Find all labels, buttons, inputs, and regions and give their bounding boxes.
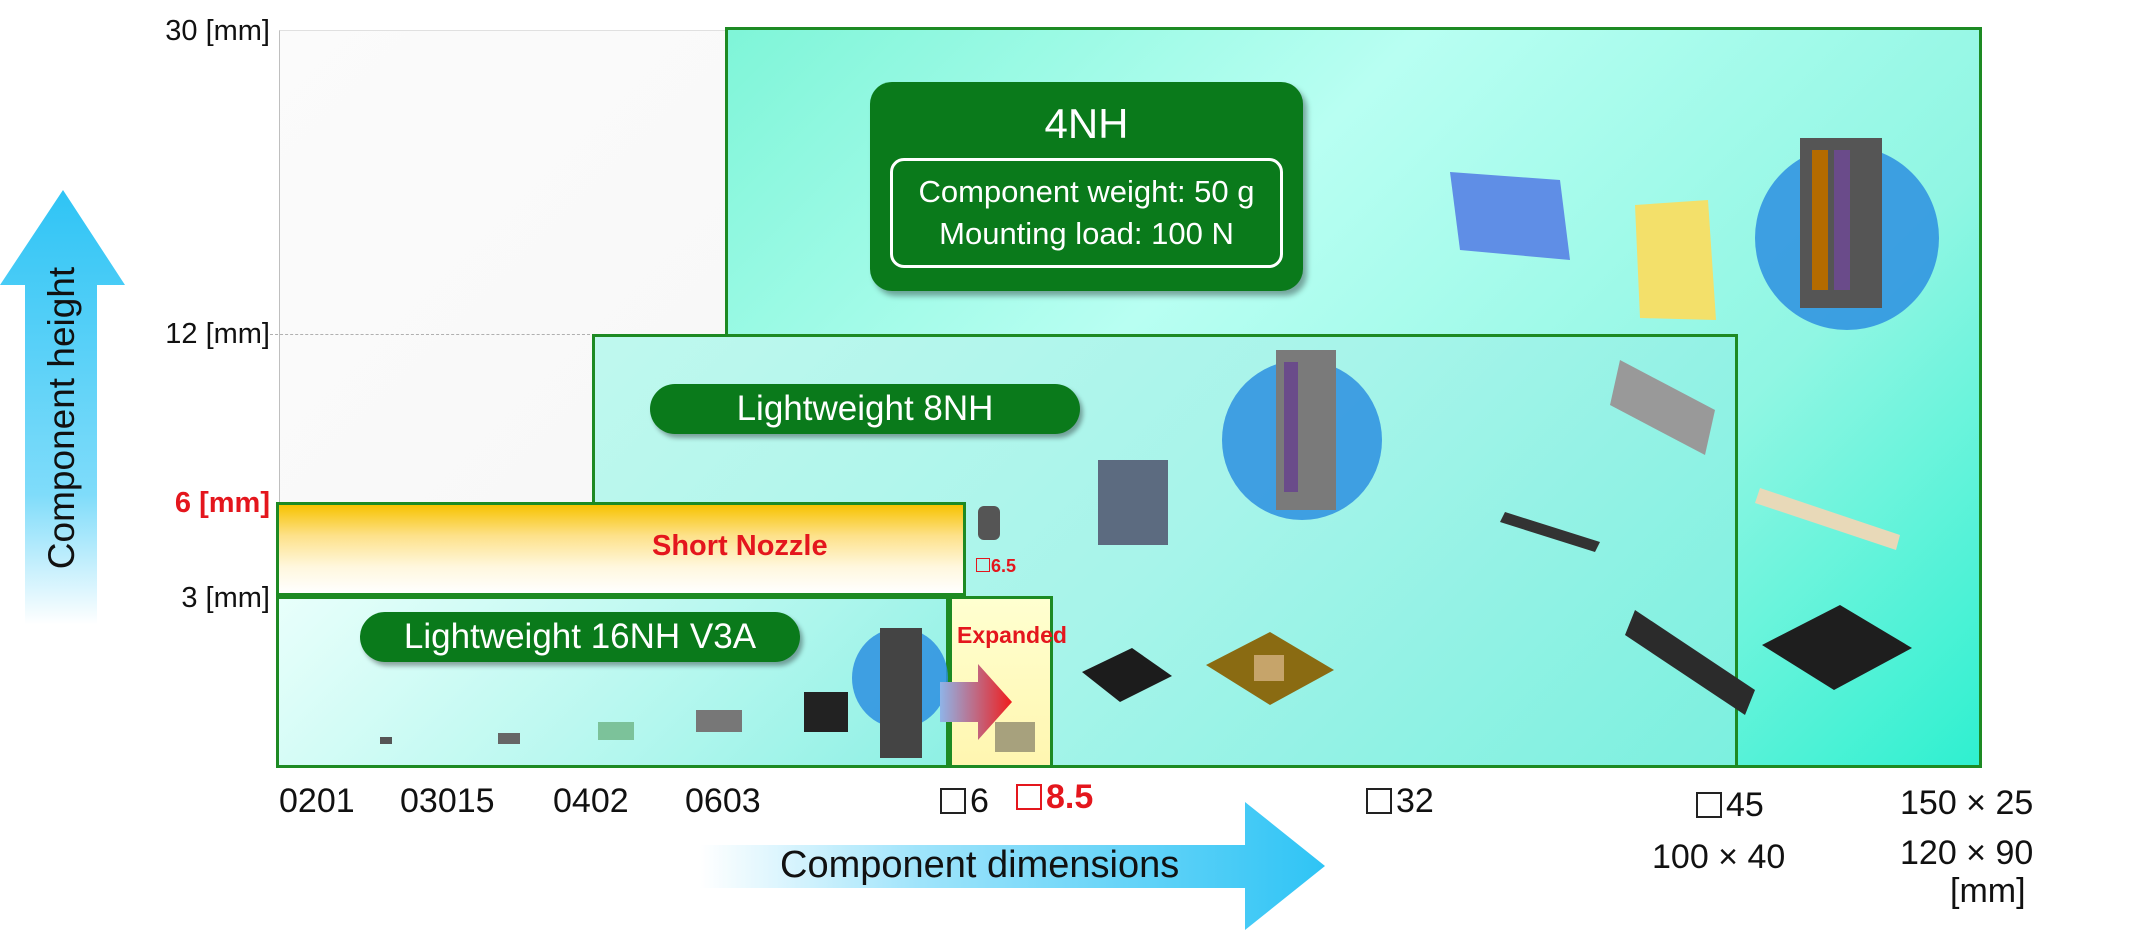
x-tick-6: 6 (940, 782, 989, 821)
spec-load: Mounting load: 100 N (939, 216, 1234, 251)
qfn-chip (1082, 648, 1172, 702)
qfp-chip (1762, 605, 1912, 690)
square-icon (976, 558, 990, 572)
long-header (1755, 488, 1900, 550)
y-tick-6: 6 [mm] (174, 487, 270, 519)
chip-0603 (696, 710, 742, 732)
edge-connector (1500, 512, 1600, 552)
component-6-5 (978, 506, 1000, 540)
x-tick-03015: 03015 (400, 782, 495, 820)
chip-0402 (598, 722, 634, 740)
dsub-connector (1610, 360, 1715, 455)
card-4nh: 4NH Component weight: 50 g Mounting load… (870, 82, 1303, 291)
dip-socket (1625, 610, 1755, 715)
zone-short-nozzle (276, 502, 966, 596)
y-tick-30: 30 [mm] (165, 15, 270, 47)
x-tick-8-5: 8.5 (1016, 778, 1093, 817)
x-tick-0201: 0201 (279, 782, 355, 820)
rj45-jack (1098, 460, 1168, 545)
spec-weight: Component weight: 50 g (918, 174, 1255, 209)
label-expanded: Expanded (957, 622, 1067, 648)
square-icon (1016, 784, 1042, 810)
gridline-12mm (270, 334, 590, 335)
blue-connector (1450, 172, 1570, 260)
card-4nh-title: 4NH (1044, 100, 1129, 147)
label-16nh: Lightweight 16NH V3A (360, 612, 800, 662)
yellow-connector (1635, 200, 1716, 320)
expanded-arrow (940, 664, 1012, 740)
label-8nh: Lightweight 8NH (650, 384, 1080, 434)
x-tick-45: 45 (1696, 786, 1764, 825)
x-tick-150x25: 150 × 25 (1900, 784, 2034, 822)
x-tick-32: 32 (1366, 782, 1434, 821)
x-tick-100x40: 100 × 40 (1652, 838, 1786, 876)
x-tick-120x90: 120 × 90 (1900, 834, 2034, 872)
chip-0201 (380, 737, 392, 744)
label-short-nozzle: Short Nozzle (652, 530, 828, 562)
y-tick-12: 12 [mm] (165, 318, 270, 350)
chip-03015 (498, 733, 520, 744)
square-icon (1696, 792, 1722, 818)
card-4nh-specs: Component weight: 50 g Mounting load: 10… (890, 158, 1283, 268)
sot-chip (804, 692, 848, 732)
x-tick-0603: 0603 (685, 782, 761, 820)
square-icon (940, 788, 966, 814)
expanded-chip (995, 722, 1035, 752)
16nh-head (880, 628, 922, 758)
y-tick-3: 3 [mm] (181, 582, 270, 614)
label-6-5: 6.5 (976, 556, 1016, 577)
square-icon (1366, 788, 1392, 814)
x-tick-0402: 0402 (553, 782, 629, 820)
x-tick-unit: [mm] (1950, 872, 2026, 910)
x-axis-label: Component dimensions (780, 844, 1180, 886)
y-axis-arrow (0, 190, 125, 625)
x-axis-arrow (700, 802, 1325, 930)
